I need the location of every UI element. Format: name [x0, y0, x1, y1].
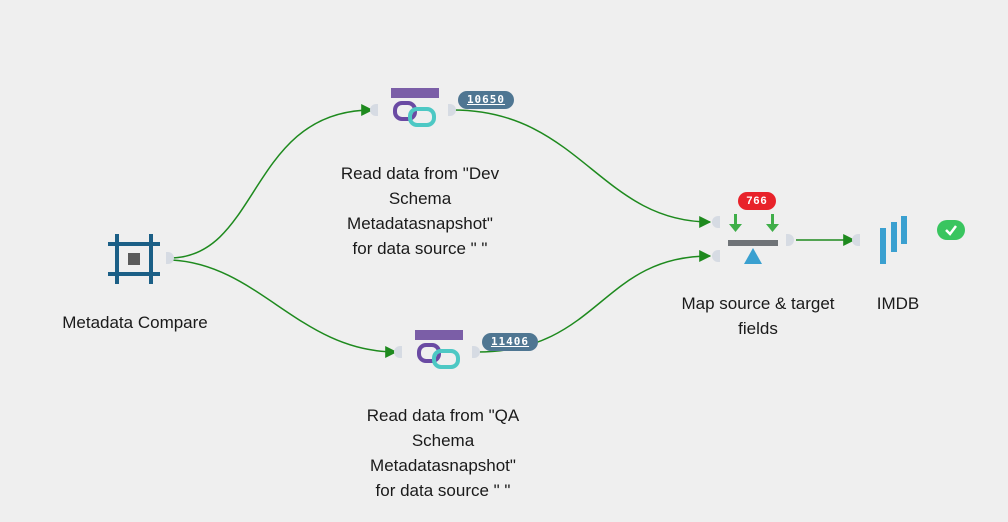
- input-port-top[interactable]: [712, 216, 720, 228]
- edge-compare-to-dev[interactable]: [171, 104, 374, 259]
- edge-compare-to-qa[interactable]: [171, 259, 398, 358]
- node-metadata-compare[interactable]: [100, 230, 180, 290]
- balance-scale-icon: [728, 214, 779, 264]
- node-read-dev[interactable]: 10650: [370, 82, 520, 132]
- count-badge: 766: [738, 192, 776, 210]
- check-icon: [945, 225, 957, 236]
- read-link-icon: [415, 330, 463, 369]
- success-status: [937, 220, 965, 240]
- node-map-fields-label: Map source & target fields: [681, 294, 835, 338]
- node-map-fields[interactable]: 766: [706, 190, 806, 270]
- node-metadata-compare-label: Metadata Compare: [62, 313, 208, 332]
- row-count-badge: 10650: [458, 91, 514, 109]
- node-read-dev-label: Read data from "Dev Schema Metadatasnaps…: [340, 164, 500, 258]
- input-port[interactable]: [370, 104, 378, 116]
- node-read-qa[interactable]: 11406: [394, 324, 544, 374]
- read-link-icon: [391, 88, 439, 127]
- input-port-bottom[interactable]: [712, 250, 720, 262]
- output-port[interactable]: [448, 104, 456, 116]
- input-port[interactable]: [394, 346, 402, 358]
- row-count-badge: 11406: [482, 333, 538, 351]
- node-imdb-label: IMDB: [876, 294, 920, 313]
- edge-dev-to-map[interactable]: [452, 109, 712, 228]
- node-imdb[interactable]: [852, 210, 972, 270]
- output-port[interactable]: [166, 252, 174, 264]
- bars-icon: [880, 216, 907, 264]
- output-port[interactable]: [472, 346, 480, 358]
- output-port[interactable]: [786, 234, 794, 246]
- input-port[interactable]: [852, 234, 860, 246]
- node-read-qa-label: Read data from "QA Schema Metadatasnapsh…: [366, 406, 520, 500]
- grid-frame-icon: [108, 234, 160, 284]
